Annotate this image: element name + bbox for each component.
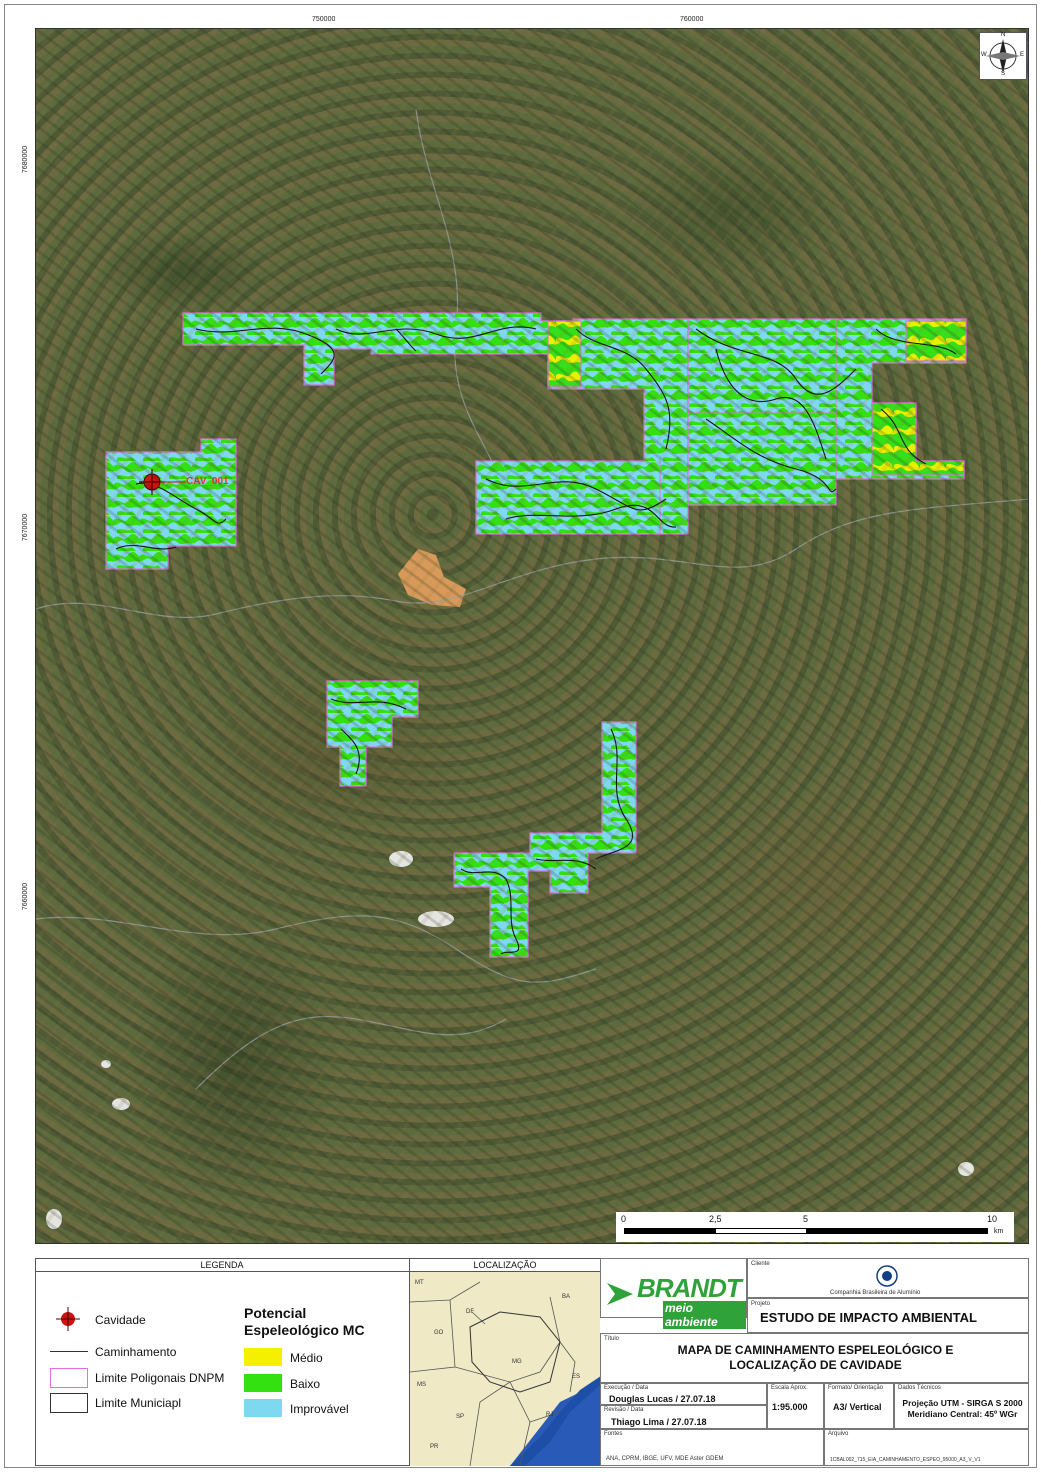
cave-marker <box>139 469 186 495</box>
revisao-cell: Revisão / Data Thiago Lima / 27.07.18 <box>600 1405 767 1429</box>
swatch-improvavel <box>244 1399 282 1417</box>
scale-bar: 0 2,5 5 10 km <box>616 1212 1014 1242</box>
line-icon <box>50 1351 88 1352</box>
cba-logo-icon <box>876 1265 898 1287</box>
black-box-icon <box>50 1393 88 1413</box>
coord-y-2: 7670000 <box>22 513 30 542</box>
execucao-cell: Execução / Data Douglas Lucas / 27.07.18 <box>600 1383 767 1405</box>
north-arrow-icon: N S W E <box>979 32 1027 80</box>
location-inset: MT DF GO BA MG ES MS RJ SP PR <box>409 1272 600 1466</box>
coord-x-1: 750000 <box>312 16 336 23</box>
dados-tecnicos-cell: Dados Técnicos Projeção UTM - SIRGA S 20… <box>894 1383 1029 1429</box>
map-overlay <box>36 108 1028 1229</box>
escala-cell: Escala Aprox. 1:95.000 <box>767 1383 824 1429</box>
mining-area <box>398 549 466 607</box>
caminhamento-lines <box>115 326 957 955</box>
satellite-map[interactable]: CAV_001 <box>35 28 1029 1244</box>
cave-label: CAV_001 <box>186 476 229 487</box>
map-sheet <box>4 4 1037 1468</box>
formato-cell: Formato/ Orientação A3/ Vertical <box>824 1383 894 1429</box>
pink-box-icon <box>50 1368 88 1388</box>
location-header: LOCALIZAÇÃO <box>409 1258 600 1272</box>
projeto-cell: Projeto ESTUDO DE IMPACTO AMBIENTAL <box>747 1298 1029 1333</box>
swatch-baixo <box>244 1374 282 1392</box>
coord-y-3: 7660000 <box>22 882 30 911</box>
titulo-cell: Título MAPA DE CAMINHAMENTO ESPELEOLÓGIC… <box>600 1333 1029 1383</box>
swatch-medio <box>244 1348 282 1366</box>
legend-header: LEGENDA <box>35 1258 409 1272</box>
coord-x-2: 760000 <box>680 16 704 23</box>
cliente-cell: Cliente Companhia Brasileira de Alumínio <box>747 1258 1029 1298</box>
fontes-cell: Fontes ANA, CPRM, IBGE, UFV, MDE Aster G… <box>600 1429 824 1466</box>
brandt-logo-icon <box>607 1283 633 1305</box>
logo-cell: BRANDT meio ambiente <box>600 1258 747 1329</box>
cave-marker-icon <box>56 1307 80 1331</box>
arquivo-cell: Arquivo 1CBAL002_715_EIA_CAMINHAMENTO_ES… <box>824 1429 1029 1466</box>
coord-y-1: 7680000 <box>22 145 30 174</box>
dnpm-polygons <box>105 312 967 958</box>
